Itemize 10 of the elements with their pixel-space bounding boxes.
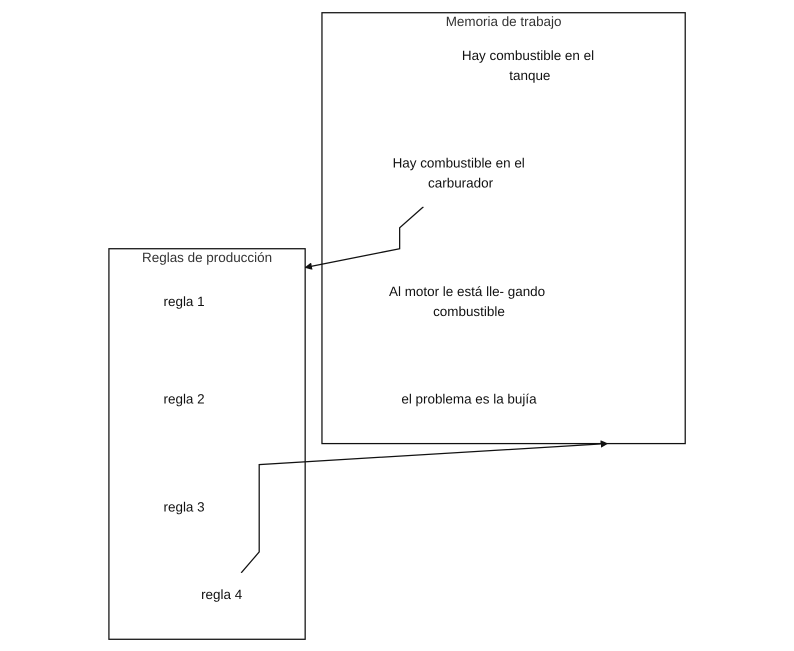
node-text: regla 3 bbox=[163, 500, 205, 514]
node-text: Hay combustible en el tanque bbox=[462, 48, 594, 83]
node-text: Al motor le está lle- gando combustible bbox=[388, 284, 546, 319]
node-text: Hay combustible en el carburador bbox=[392, 156, 525, 190]
node-text: el problema es la bujía bbox=[401, 392, 536, 406]
node-text: regla 1 bbox=[163, 294, 205, 309]
arrow bbox=[304, 206, 424, 270]
node-text: regla 4 bbox=[201, 588, 242, 602]
node-text: regla 2 bbox=[163, 392, 205, 406]
arrow bbox=[240, 440, 608, 573]
